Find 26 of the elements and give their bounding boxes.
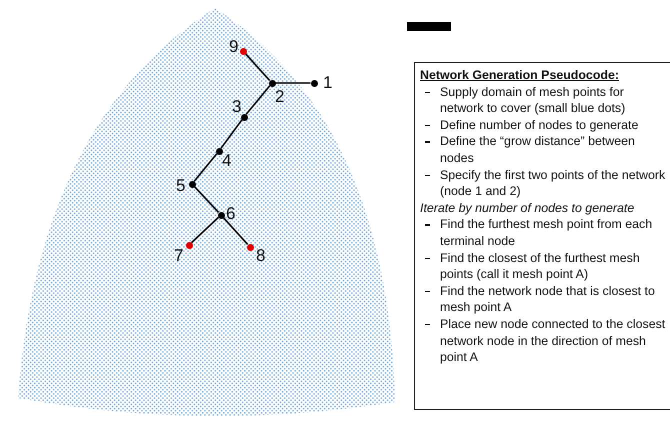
node-number-label: 1	[323, 74, 332, 91]
loop-heading: Iterate by number of nodes to generate	[420, 200, 634, 215]
node-number-label: 6	[226, 205, 236, 222]
network-link	[194, 153, 218, 182]
node-number-label: 3	[232, 98, 242, 115]
node-number-label: 2	[275, 88, 284, 105]
node-number-label: 9	[229, 38, 238, 55]
step-text: Define the “grow distance” between nodes	[440, 134, 635, 165]
network-link	[194, 186, 220, 213]
step-text: Find the network node that is closest to mesh point A	[440, 284, 655, 314]
step-text: Find the furthest mesh point from each terminal node	[440, 217, 652, 248]
step-text: Supply domain of mesh points for network to cover (small blue dots)	[440, 84, 626, 116]
node-number-label: 5	[176, 177, 186, 194]
network-link	[246, 85, 270, 115]
step-text: Specify the first two points of the network (node 1 and 2)	[440, 168, 666, 198]
network-link	[191, 216, 219, 244]
step-text: Define number of nodes to generate	[440, 118, 638, 132]
box-heading: Network Generation Pseudocode:	[420, 68, 619, 82]
step-text: Find the closest of the furthest mesh points (call it mesh point A)	[440, 250, 640, 282]
network-node-dot	[310, 80, 318, 86]
network-link	[220, 119, 243, 149]
step-text: Place new node connected to the closest network node in the direction of mesh point A	[440, 316, 666, 364]
node-number-label: 8	[256, 247, 266, 264]
node-number-label: 4	[222, 152, 232, 169]
node-number-label: 7	[174, 247, 184, 264]
pseudocode-box	[414, 62, 670, 410]
